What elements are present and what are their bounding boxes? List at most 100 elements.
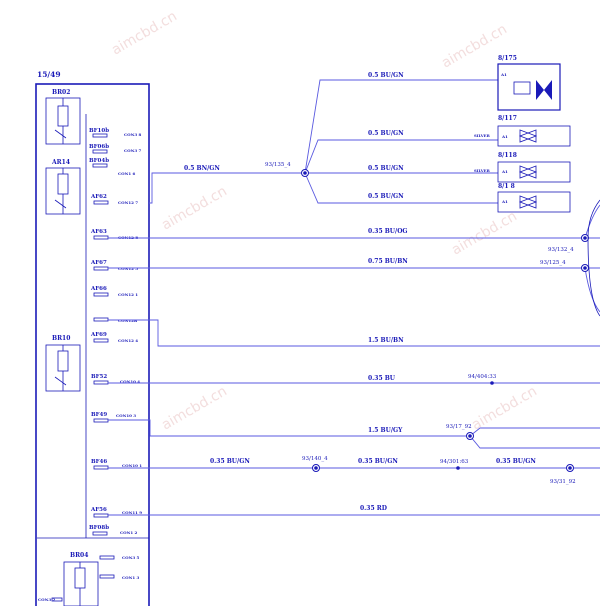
fuse-icon (93, 317, 109, 322)
watermark: aimcbd.cn (469, 383, 540, 433)
splice-label: 93/31_92 (550, 479, 576, 485)
pin-name: AF62 (90, 194, 107, 200)
wire-label: 0.5 BN/GN (184, 165, 220, 172)
splice-93-125-4: 93/125_4 (540, 260, 589, 272)
relay-label: AR14 (51, 159, 70, 166)
component-ref: 8/175 (498, 55, 517, 62)
relay-label: BR02 (52, 89, 70, 96)
pin-con3-2: CON3 2 (38, 597, 63, 602)
pin-connector: CON12 4 (118, 338, 138, 343)
fuse-box-module: 15/49 BR02 AR14 BR10 BR04 (35, 70, 150, 606)
relay-br04: BR04 (63, 552, 99, 606)
watermark-layer: aimcbd.cn aimcbd.cn aimcbd.cn aimcbd.cn … (109, 8, 540, 433)
component-frame (497, 191, 571, 213)
component-frame (497, 161, 571, 183)
wire-label: 0.75 BU/BN (368, 258, 408, 265)
pin-af69: AF69 CON12 4 (90, 332, 138, 343)
relay-ar14: AR14 (45, 159, 81, 215)
wire-af67-branch (584, 267, 600, 313)
pin-bf10b: BF10b CON3 8 (89, 128, 142, 138)
fuse-icon (93, 513, 109, 518)
component-pin: A1 (500, 72, 507, 77)
pin-con3-5: CON3 5 (99, 555, 140, 560)
pin-bf52: BF52 CON10 4 (91, 374, 140, 385)
watermark: aimcbd.cn (159, 183, 230, 233)
splice-layer: 93/135_4 93/132_4 93/125_4 94/404:33 93/… (265, 162, 589, 485)
pin-connector: CON10 4 (120, 379, 140, 384)
splice-93-17-92: 93/17_92 (446, 424, 474, 440)
pin-name: BF04b (89, 158, 109, 164)
pin-af67: AF67 CON12 3 (90, 260, 138, 271)
offscreen-component-edge (587, 199, 600, 317)
relay-coil-icon (57, 173, 69, 195)
wire-af62 (149, 172, 305, 204)
fuse-icon (93, 465, 109, 470)
pin-af62: AF62 CON12 7 (90, 194, 138, 205)
wire-label: 0.35 BU/OG (368, 228, 408, 235)
fuse-icon (99, 574, 115, 579)
fuse-icon (93, 380, 109, 385)
pin-af56: AF56 CON11 9 (90, 507, 142, 518)
pin-connector: CON3 7 (124, 148, 142, 153)
splice-label: 94/301:63 (440, 459, 469, 465)
pin-name: BF06b (89, 144, 109, 150)
pin-name: BF10b (89, 128, 109, 134)
pin-bf06b: BF06b CON3 7 (89, 144, 142, 154)
wire-bf49-branch (469, 427, 600, 437)
pin-af66: AF66 CON12 1 (90, 286, 138, 297)
component-8-1-8: 8/1 8 A1 (497, 183, 571, 213)
wire-label: 0.35 BU/GN (496, 458, 536, 465)
wire-label: 0.35 BU/GN (358, 458, 398, 465)
splice-94-404-33: 94/404:33 (468, 374, 497, 385)
wire-label: 0.35 BU/GN (210, 458, 250, 465)
led-icon (518, 195, 538, 209)
component-8-175: 8/175 A1 (497, 55, 561, 111)
splice-label: 94/404:33 (468, 374, 497, 380)
pin-connector: CON10 1 (122, 463, 142, 468)
relay-label: BR10 (52, 335, 70, 342)
pin-connector: CON10 3 (116, 413, 136, 418)
fuse-icon (93, 292, 109, 297)
relay-switch-icon (54, 168, 67, 214)
splice-label: 93/140_4 (302, 456, 328, 462)
pin-name: AF67 (90, 260, 107, 266)
led-icon (518, 165, 538, 179)
watermark: aimcbd.cn (159, 383, 230, 433)
component-ref: 8/117 (498, 115, 517, 122)
fuse-icon (93, 338, 109, 343)
wire-label: 0.35 BU (368, 375, 396, 382)
watermark: aimcbd.cn (449, 208, 520, 258)
component-pin: A1 (501, 169, 508, 174)
pin-af63: AF63 CON12 8 (90, 229, 138, 240)
pin-connector: CON3 8 (124, 132, 142, 137)
pin-connector: CON3 2 (38, 597, 56, 602)
component-8-118: 8/118 SILVER A1 (474, 152, 571, 183)
module-outline (35, 83, 150, 606)
pin-name: BF46 (91, 459, 107, 465)
wire-label: 0.35 RD (360, 505, 387, 512)
relay-br10: BR10 (45, 335, 81, 392)
splice-93-31-92: 93/31_92 (550, 464, 576, 485)
pin-connector: CON1 2 (120, 530, 138, 535)
relay-switch-icon (54, 345, 67, 391)
module-label: 15/49 (37, 70, 61, 79)
wire-layer: 0.5 BN/GN 0.5 BU/GN 0.5 BU/GN 0.5 BU/GN … (108, 72, 600, 516)
fuse-icon (92, 149, 108, 154)
splice-label: 93/135_4 (265, 162, 291, 168)
splice-label: 93/132_4 (548, 247, 574, 253)
pin-name: AF66 (90, 286, 107, 292)
component-tag: SILVER (474, 168, 491, 173)
relay-coil-icon (57, 105, 69, 127)
pin-connector: CON12 3 (118, 266, 138, 271)
wire-label: 1.5 BU/GY (368, 427, 403, 434)
splice-93-132-4: 93/132_4 (548, 234, 589, 253)
splice-93-140-4: 93/140_4 (302, 456, 328, 472)
pin-connector: CON12 8 (118, 235, 138, 240)
splice-94-301-63: 94/301:63 (440, 459, 469, 470)
wire-bf49 (108, 419, 600, 449)
component-frame (497, 125, 571, 147)
pin-bf04b: BF04b CON1 6 (89, 158, 136, 176)
splice-label: 93/125_4 (540, 260, 566, 266)
pin-name: AF63 (90, 229, 107, 235)
splice-label: 93/17_92 (446, 424, 472, 430)
